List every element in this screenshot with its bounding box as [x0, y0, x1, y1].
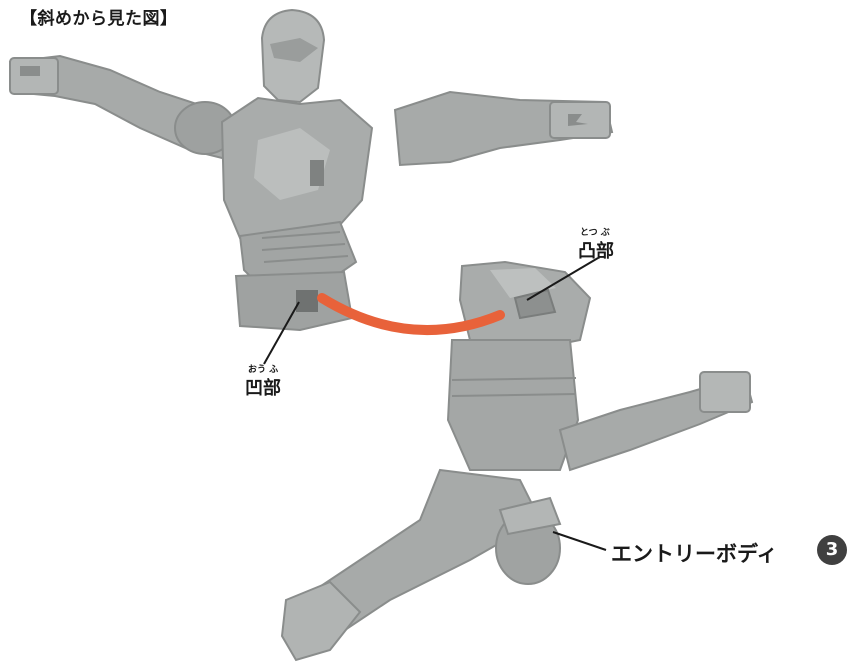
concave-leader-line — [263, 301, 300, 365]
convex-label: 凸部 — [578, 241, 614, 262]
concave-label: 凹部 — [245, 378, 281, 399]
convex-ruby: とつ ぶ — [580, 228, 610, 238]
view-title: 【斜めから見た図】 — [20, 9, 178, 29]
assembly-arrow — [317, 293, 505, 335]
entry-body-label: エントリーボディ — [611, 542, 778, 566]
part-number-badge: 3 — [817, 535, 847, 565]
upper-torso-figure — [8, 8, 614, 332]
entry-body-leader-line — [552, 531, 607, 551]
convex-leader-line — [526, 257, 599, 301]
entry-body-figure — [280, 260, 754, 662]
concave-ruby: おう ふ — [248, 365, 279, 375]
